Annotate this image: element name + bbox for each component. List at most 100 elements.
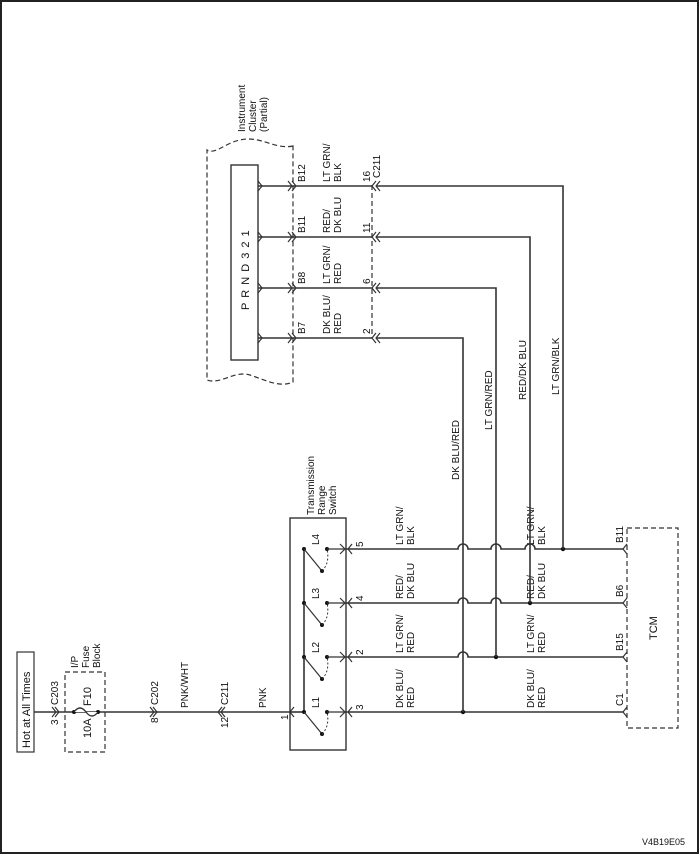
fuse-block-title-3: Block (92, 643, 103, 668)
tcm-pin-3: B11 (615, 526, 626, 543)
wire-vertical-0: DK BLU/RED (376, 337, 464, 712)
wire-label-switch-2-b: DK BLU (406, 563, 417, 599)
wire-label-tcm-0-a: DK BLU/ (526, 669, 537, 708)
wire-label-tcm-3-b: BLK (537, 526, 548, 545)
c211-main-pin: 12 (220, 716, 231, 728)
trs-output-pin-2: 4 (355, 595, 366, 601)
tcm-pin-1: B15 (615, 633, 626, 651)
cluster-title-3: (Partial) (259, 97, 270, 132)
wire-label-cluster-1-b: RED (333, 263, 344, 284)
tcm-label: TCM (648, 616, 660, 640)
c211-cluster-pin-1: 6 (362, 278, 373, 284)
c211-cluster-pin-0: 2 (362, 328, 373, 334)
c211-main-name: C211 (220, 681, 231, 705)
wire-label-tcm-3-a: LT GRN/ (526, 506, 537, 545)
tcm-pin-2: B6 (615, 584, 626, 597)
power-source-label: Hot at All Times (21, 671, 33, 748)
wire-label-switch-3-b: BLK (406, 526, 417, 545)
wire-label-cluster-0-a: DK BLU/ (322, 295, 333, 334)
cluster-pin-2: B11 (297, 216, 308, 233)
cluster-row-2: 11 B11 RED/DK BLU (257, 197, 381, 243)
cluster-title-1: Instrument (237, 85, 248, 132)
cluster-row-3: 16 B12 LT GRN/BLK (257, 143, 381, 192)
wire-label-cluster-1-a: LT GRN/ (322, 245, 333, 284)
c202-name: C202 (150, 681, 161, 705)
wire-label-switch-1-a: LT GRN/ (395, 614, 406, 653)
switch-label-0: L1 (311, 696, 322, 708)
fuse-block-title-1: I/P (70, 655, 81, 668)
wire-label-pnk-wht: PNK/WHT (180, 662, 191, 708)
instrument-cluster: Instrument Cluster (Partial) P R N D 3 2… (206, 85, 373, 385)
trs-output-pin-0: 3 (355, 704, 366, 710)
wire-label-tcm-1-a: LT GRN/ (526, 614, 537, 653)
trs-input-pin: 1 (280, 714, 291, 720)
wire-label-cluster-3-b: BLK (333, 163, 344, 182)
wire-label-cluster-2-b: DK BLU (333, 197, 344, 233)
transmission-range-switch: Transmission Range Switch 1 L1 3 L2 2 L3 4 L4 5 (280, 456, 366, 751)
wire-label-cluster-3-a: LT GRN/ (322, 143, 333, 182)
cluster-pin-0: B7 (297, 321, 308, 334)
wire-label-switch-0-b: RED (406, 687, 417, 708)
wire-label-switch-3-a: LT GRN/ (395, 506, 406, 545)
c203-pin: 3 (50, 719, 61, 725)
wire-label-tcm-2-b: DK BLU (537, 563, 548, 599)
fuse-block: I/P Fuse Block F10 10A (64, 643, 106, 753)
cluster-pin-3: B12 (297, 164, 308, 182)
wire-label-vertical-3: LT GRN/BLK (551, 337, 562, 395)
switch-contact-l4: L4 5 (302, 533, 366, 573)
switch-label-3: L4 (311, 533, 322, 545)
cluster-row-0: 2 B7 DK BLU/RED (257, 295, 381, 344)
fuse-symbol (73, 707, 99, 717)
trs-output-pin-1: 2 (355, 649, 366, 655)
wire-label-vertical-0: DK BLU/RED (451, 420, 462, 480)
wire-label-vertical-1: LT GRN/RED (484, 370, 495, 430)
c211-cluster-pin-3: 16 (362, 170, 373, 182)
wire-label-pnk: PNK (258, 687, 269, 708)
switch-contact-l2: L2 2 (302, 641, 366, 681)
switch-contact-l1: L1 3 (302, 696, 366, 736)
c211-cluster-name: C211 (372, 154, 383, 178)
cluster-pin-1: B8 (297, 271, 308, 284)
wire-label-tcm-1-b: RED (537, 632, 548, 653)
wire-vertical-1: LT GRN/RED (376, 287, 497, 657)
cluster-row-1: 6 B8 LT GRN/RED (257, 245, 381, 294)
switch-label-2: L3 (311, 587, 322, 599)
fuse-rating: 10A (82, 718, 94, 738)
fuse-block-title-2: Fuse (81, 645, 92, 668)
figure-id: V4B19E05 (642, 837, 685, 847)
trs-output-pin-3: 5 (355, 541, 366, 547)
c202-pin: 8 (150, 717, 161, 723)
wire-vertical-3: LT GRN/BLK (376, 185, 564, 549)
wire-vertical-2: RED/DK BLU (376, 236, 531, 603)
wire-label-switch-0-a: DK BLU/ (395, 669, 406, 708)
tcm-pin-0: C1 (615, 693, 626, 706)
trs-title-1: Transmission (306, 456, 317, 515)
tcm-module: TCM (626, 527, 679, 729)
cluster-title-2: Cluster (248, 100, 259, 132)
c203-name: C203 (50, 681, 61, 705)
wire-label-tcm-2-a: RED/ (526, 575, 537, 599)
switch-label-1: L2 (311, 641, 322, 653)
connector-c202: 8 C202 (149, 681, 161, 723)
trs-title-2: Range (317, 485, 328, 515)
prnd-display-text: P R N D 3 2 1 (240, 229, 252, 310)
wire-label-switch-1-b: RED (406, 632, 417, 653)
wire-label-vertical-2: RED/DK BLU (518, 340, 529, 400)
wire-label-tcm-0-b: RED (537, 687, 548, 708)
connector-c203: 3 C203 (50, 681, 61, 725)
wire-label-cluster-0-b: RED (333, 313, 344, 334)
connector-c211-main: 12 C211 (217, 681, 231, 728)
trs-title-3: Switch (328, 486, 339, 515)
c211-cluster-pin-2: 11 (362, 222, 373, 233)
power-source-box (16, 651, 35, 753)
wire-label-switch-2-a: RED/ (395, 575, 406, 599)
fuse-id: F10 (82, 687, 94, 706)
prnd-display (230, 164, 259, 361)
wire-label-cluster-2-a: RED/ (322, 209, 333, 233)
